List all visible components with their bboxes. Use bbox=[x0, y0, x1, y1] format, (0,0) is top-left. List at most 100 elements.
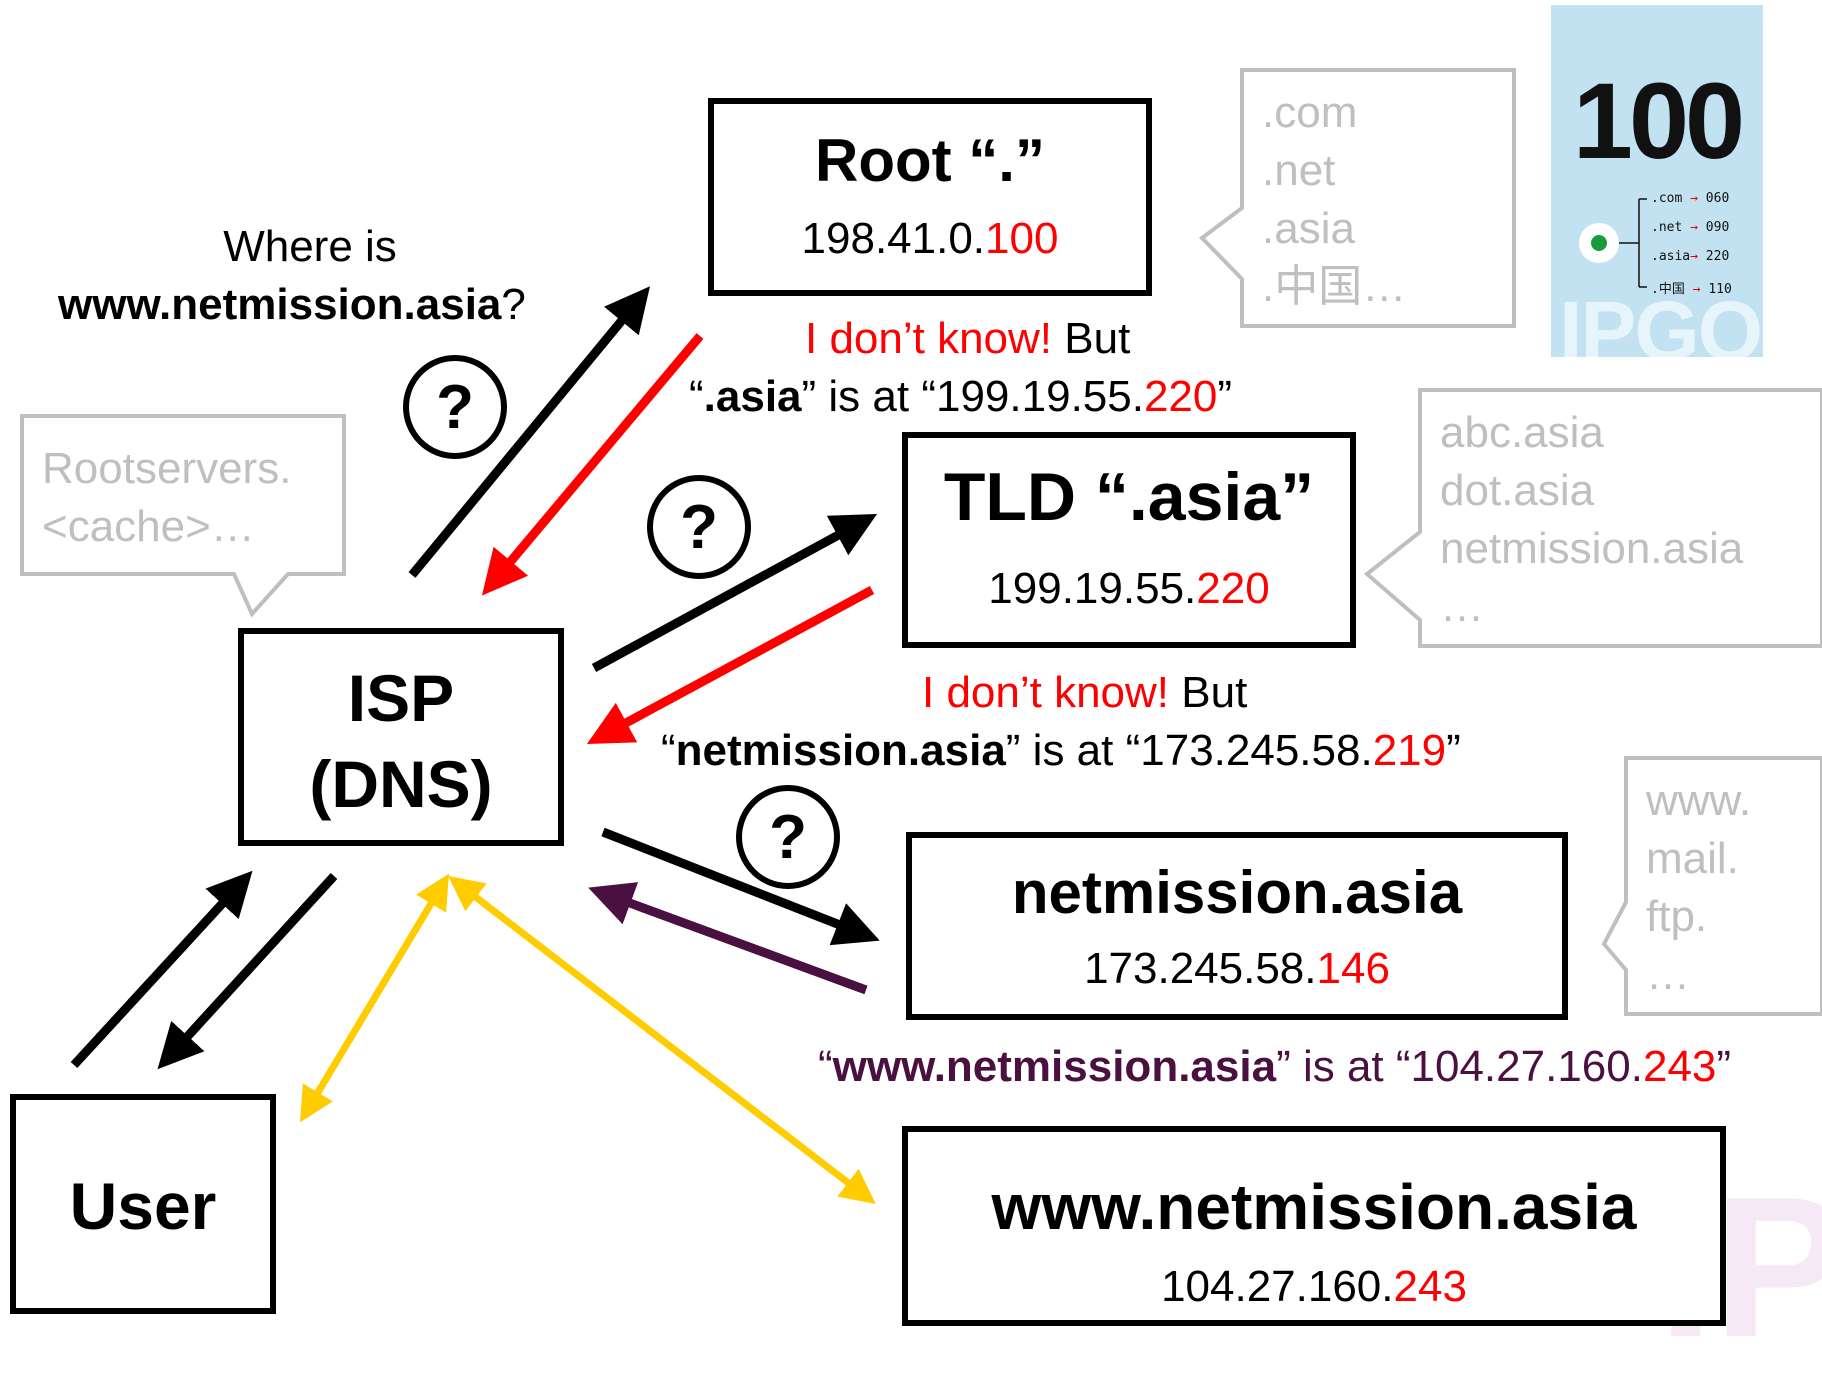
authoritative-server-title: netmission.asia bbox=[1011, 859, 1463, 926]
tld-zone-item: abc.asia bbox=[1440, 408, 1604, 457]
question-line1: Where is bbox=[223, 222, 397, 271]
logo-row: .中国 → 110 bbox=[1651, 282, 1732, 297]
root-reply-ip-suffix: 220 bbox=[1143, 372, 1218, 421]
logo-row-tld: .net bbox=[1651, 220, 1683, 235]
user-label: User bbox=[69, 1169, 217, 1243]
question-badge-tld: ? bbox=[647, 475, 751, 579]
root-server-title: Root “.” bbox=[815, 127, 1045, 194]
question-badge-authoritative: ? bbox=[736, 785, 840, 889]
root-zone-item: .net bbox=[1262, 146, 1336, 195]
logo-row-tld: .中国 bbox=[1651, 282, 1685, 297]
logo-row: .net → 090 bbox=[1651, 220, 1730, 235]
diagram-connectors bbox=[20, 68, 1822, 1204]
tld-reply-name: netmission.asia bbox=[675, 726, 1006, 775]
root-server-ip: 198.41.0.100 bbox=[714, 214, 1146, 264]
root-reply-mid: ” is at “ bbox=[801, 372, 936, 421]
ipgo-logo-tile: IPGO 100 .com → 060 .net → 090 .asia→ 22… bbox=[1551, 5, 1763, 357]
tld-reply-open-quote: “ bbox=[661, 726, 676, 775]
tld-zone-list: abc.asia dot.asia netmission.asia … bbox=[1440, 404, 1743, 636]
question-line2: www.netmission.asia? bbox=[58, 280, 526, 330]
arrow-isp-web-link bbox=[448, 876, 876, 1204]
isp-dns-label: (DNS) bbox=[309, 747, 493, 821]
arrow-user-to-isp bbox=[70, 870, 253, 1069]
isp-dns-box: ISP (DNS) bbox=[238, 628, 564, 846]
callout-isp-cache bbox=[20, 414, 346, 618]
tld-server-ip-suffix: 220 bbox=[1196, 564, 1270, 613]
root-reply-but: But bbox=[1052, 314, 1131, 363]
root-zone-item: .com bbox=[1262, 88, 1358, 137]
logo-row-code: 110 bbox=[1708, 282, 1732, 297]
web-server-ip: 104.27.160.243 bbox=[908, 1262, 1720, 1312]
callout-domain-zone bbox=[1601, 756, 1822, 1016]
domain-zone-list: www. mail. ftp. … bbox=[1646, 772, 1751, 1004]
tld-reply-line1: I don’t know! But bbox=[922, 668, 1247, 718]
question-badge-tld-glyph: ? bbox=[680, 493, 718, 562]
domain-zone-item: mail. bbox=[1646, 834, 1739, 883]
question-mark: ? bbox=[501, 280, 526, 329]
root-server-box: Root “.” 198.41.0.100 bbox=[708, 98, 1152, 296]
arrow-root-to-isp bbox=[481, 333, 704, 596]
question-badge-root-glyph: ? bbox=[436, 373, 474, 442]
authoritative-reply-ip-prefix: 104.27.160. bbox=[1410, 1042, 1643, 1091]
root-zone-list: .com .net .asia .中国… bbox=[1262, 84, 1406, 316]
web-server-ip-suffix: 243 bbox=[1393, 1262, 1467, 1311]
question-domain: www.netmission.asia bbox=[58, 280, 502, 329]
authoritative-server-box: netmission.asia 173.245.58.146 bbox=[906, 832, 1568, 1020]
tld-server-box: TLD “.asia” 199.19.55.220 bbox=[902, 432, 1356, 648]
isp-cache-item: <cache>… bbox=[42, 502, 255, 551]
authoritative-reply-name: www.netmission.asia bbox=[832, 1042, 1277, 1091]
tld-reply-idk: I don’t know! bbox=[922, 668, 1170, 717]
root-reply-line1: I don’t know! But bbox=[805, 314, 1130, 364]
root-reply-line2: “.asia” is at “199.19.55.220” bbox=[689, 372, 1232, 422]
web-server-title: www.netmission.asia bbox=[991, 1171, 1637, 1243]
isp-label: ISP bbox=[347, 661, 455, 735]
web-server-ip-prefix: 104.27.160. bbox=[1161, 1262, 1394, 1311]
tld-server-ip: 199.19.55.220 bbox=[908, 564, 1350, 614]
isp-cache-item: Rootservers. bbox=[42, 444, 292, 493]
root-reply-idk: I don’t know! bbox=[805, 314, 1053, 363]
isp-cache-list: Rootservers. <cache>… bbox=[42, 440, 291, 556]
tld-reply-ip-suffix: 219 bbox=[1372, 726, 1447, 775]
domain-zone-item: ftp. bbox=[1646, 892, 1708, 941]
authoritative-server-ip: 173.245.58.146 bbox=[912, 944, 1562, 994]
arrow-tld-to-isp bbox=[586, 586, 875, 744]
question-badge-authoritative-glyph: ? bbox=[769, 803, 807, 872]
arrow-isp-to-user bbox=[157, 872, 338, 1070]
tld-server-ip-prefix: 199.19.55. bbox=[988, 564, 1197, 613]
logo-row: .asia→ 220 bbox=[1651, 249, 1730, 264]
tld-reply-mid: ” is at “ bbox=[1005, 726, 1141, 775]
logo-number: 100 bbox=[1572, 60, 1745, 181]
arrow-isp-user-link bbox=[299, 873, 450, 1123]
authoritative-reply-close-quote: ” bbox=[1716, 1042, 1732, 1091]
arrow-isp-to-tld bbox=[591, 513, 878, 672]
authoritative-server-ip-prefix: 173.245.58. bbox=[1084, 944, 1317, 993]
tld-zone-item: … bbox=[1440, 582, 1484, 631]
authoritative-reply-mid: ” is at “ bbox=[1276, 1042, 1411, 1091]
root-zone-item: .asia bbox=[1262, 204, 1355, 253]
tld-reply-close-quote: ” bbox=[1446, 726, 1461, 775]
root-server-ip-suffix: 100 bbox=[985, 214, 1059, 263]
authoritative-reply-ip-suffix: 243 bbox=[1642, 1042, 1717, 1091]
root-reply-open-quote: “ bbox=[689, 372, 704, 421]
callout-root-zone bbox=[1198, 68, 1516, 328]
domain-zone-item: … bbox=[1646, 950, 1690, 999]
root-zone-item: .中国… bbox=[1262, 262, 1407, 311]
tld-zone-item: netmission.asia bbox=[1440, 524, 1744, 573]
web-server-box: www.netmission.asia 104.27.160.243 bbox=[902, 1126, 1726, 1326]
tld-zone-item: dot.asia bbox=[1440, 466, 1595, 515]
root-reply-ip-prefix: 199.19.55. bbox=[935, 372, 1144, 421]
root-reply-name: .asia bbox=[703, 372, 802, 421]
authoritative-server-ip-suffix: 146 bbox=[1316, 944, 1390, 993]
question-badge-root: ? bbox=[403, 355, 507, 459]
authoritative-reply: “www.netmission.asia” is at “104.27.160.… bbox=[818, 1042, 1731, 1092]
callout-tld-zone bbox=[1363, 388, 1822, 648]
logo-row-code: 060 bbox=[1705, 191, 1730, 206]
logo-row-code: 090 bbox=[1705, 220, 1730, 235]
logo-row: .com → 060 bbox=[1651, 191, 1730, 206]
root-reply-close-quote: ” bbox=[1217, 372, 1233, 421]
logo-graphic bbox=[1579, 198, 1647, 288]
logo-watermark: IPGO bbox=[1559, 284, 1763, 357]
arrow-isp-to-root bbox=[408, 286, 651, 578]
root-server-ip-prefix: 198.41.0. bbox=[801, 214, 986, 263]
tld-reply-ip-prefix: 173.245.58. bbox=[1140, 726, 1373, 775]
